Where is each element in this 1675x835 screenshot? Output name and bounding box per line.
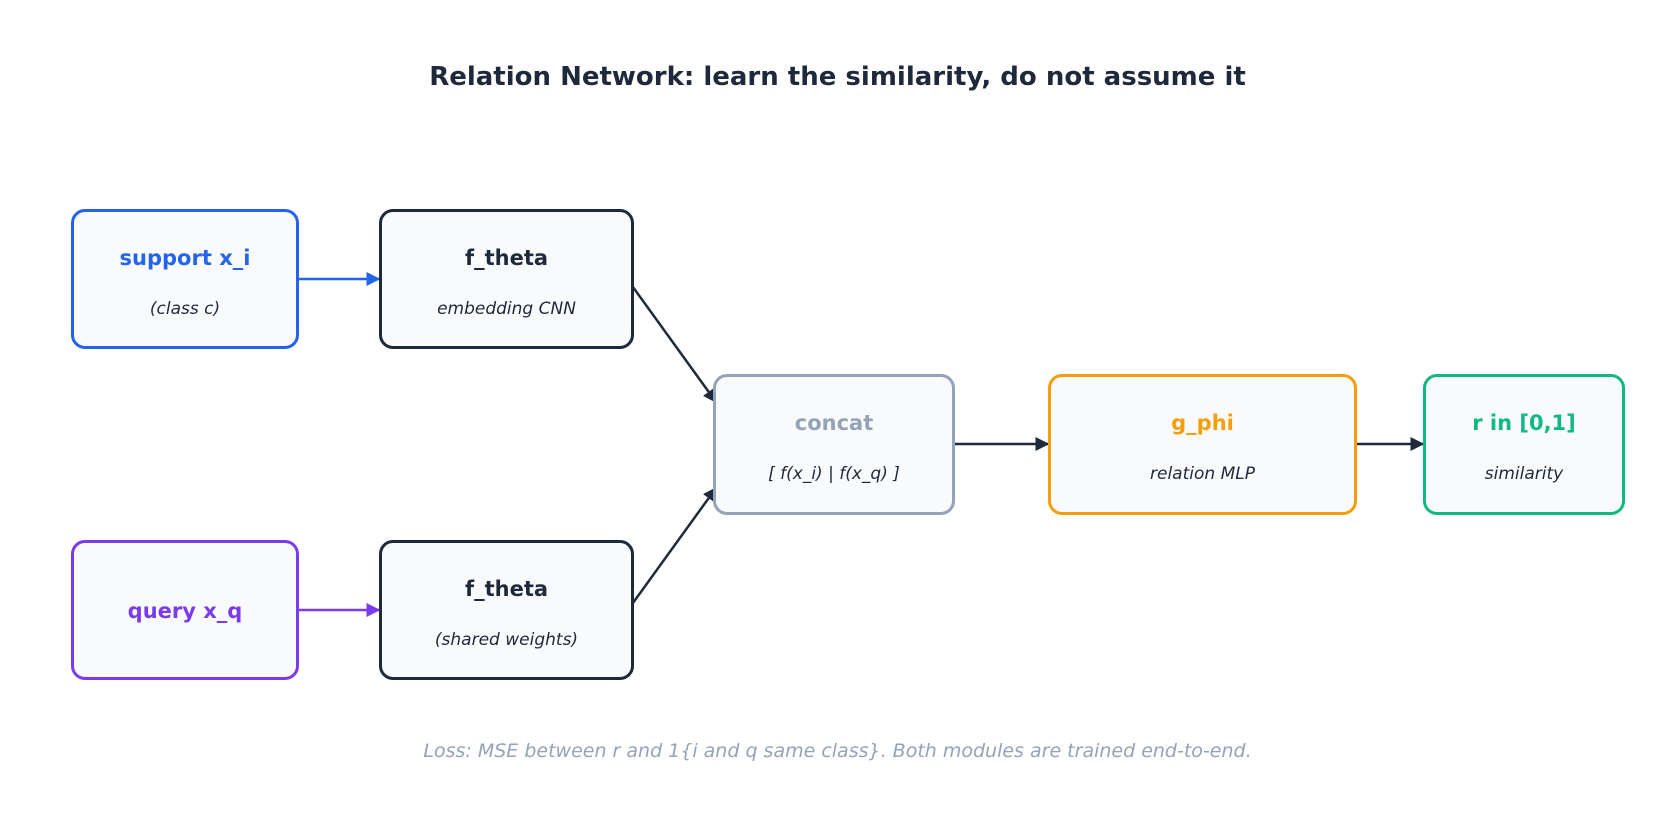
node-support: support x_i (class c)	[71, 209, 299, 349]
node-support-sub: (class c)	[149, 299, 221, 319]
node-query: query x_q	[71, 540, 299, 680]
node-embedding-bottom-label: f_theta	[464, 577, 549, 601]
node-output-label: r in [0,1]	[1472, 411, 1576, 435]
node-support-label: support x_i	[119, 246, 251, 270]
node-embedding-top: f_theta embedding CNN	[379, 209, 634, 349]
node-output-sub: similarity	[1484, 464, 1564, 484]
node-embedding-top-sub: embedding CNN	[437, 299, 576, 319]
node-relation-module-label: g_phi	[1171, 411, 1234, 435]
node-embedding-bottom-sub: (shared weights)	[434, 630, 579, 650]
diagram-title: Relation Network: learn the similarity, …	[429, 62, 1246, 92]
node-relation-module: g_phi relation MLP	[1048, 374, 1357, 515]
node-embedding-bottom: f_theta (shared weights)	[379, 540, 634, 680]
node-embedding-top-label: f_theta	[464, 246, 549, 270]
node-concat: concat [ f(x_i) | f(x_q) ]	[713, 374, 955, 515]
node-concat-label: concat	[794, 411, 874, 435]
arrow-embed_bottom-to-concat	[628, 486, 718, 608]
node-relation-module-sub: relation MLP	[1150, 464, 1255, 484]
node-query-label: query x_q	[127, 599, 243, 623]
node-output: r in [0,1] similarity	[1423, 374, 1625, 515]
arrow-embed_top-to-concat	[628, 282, 718, 404]
node-concat-sub: [ f(x_i) | f(x_q) ]	[768, 464, 900, 484]
loss-caption: Loss: MSE between r and 1{i and q same c…	[423, 740, 1252, 762]
